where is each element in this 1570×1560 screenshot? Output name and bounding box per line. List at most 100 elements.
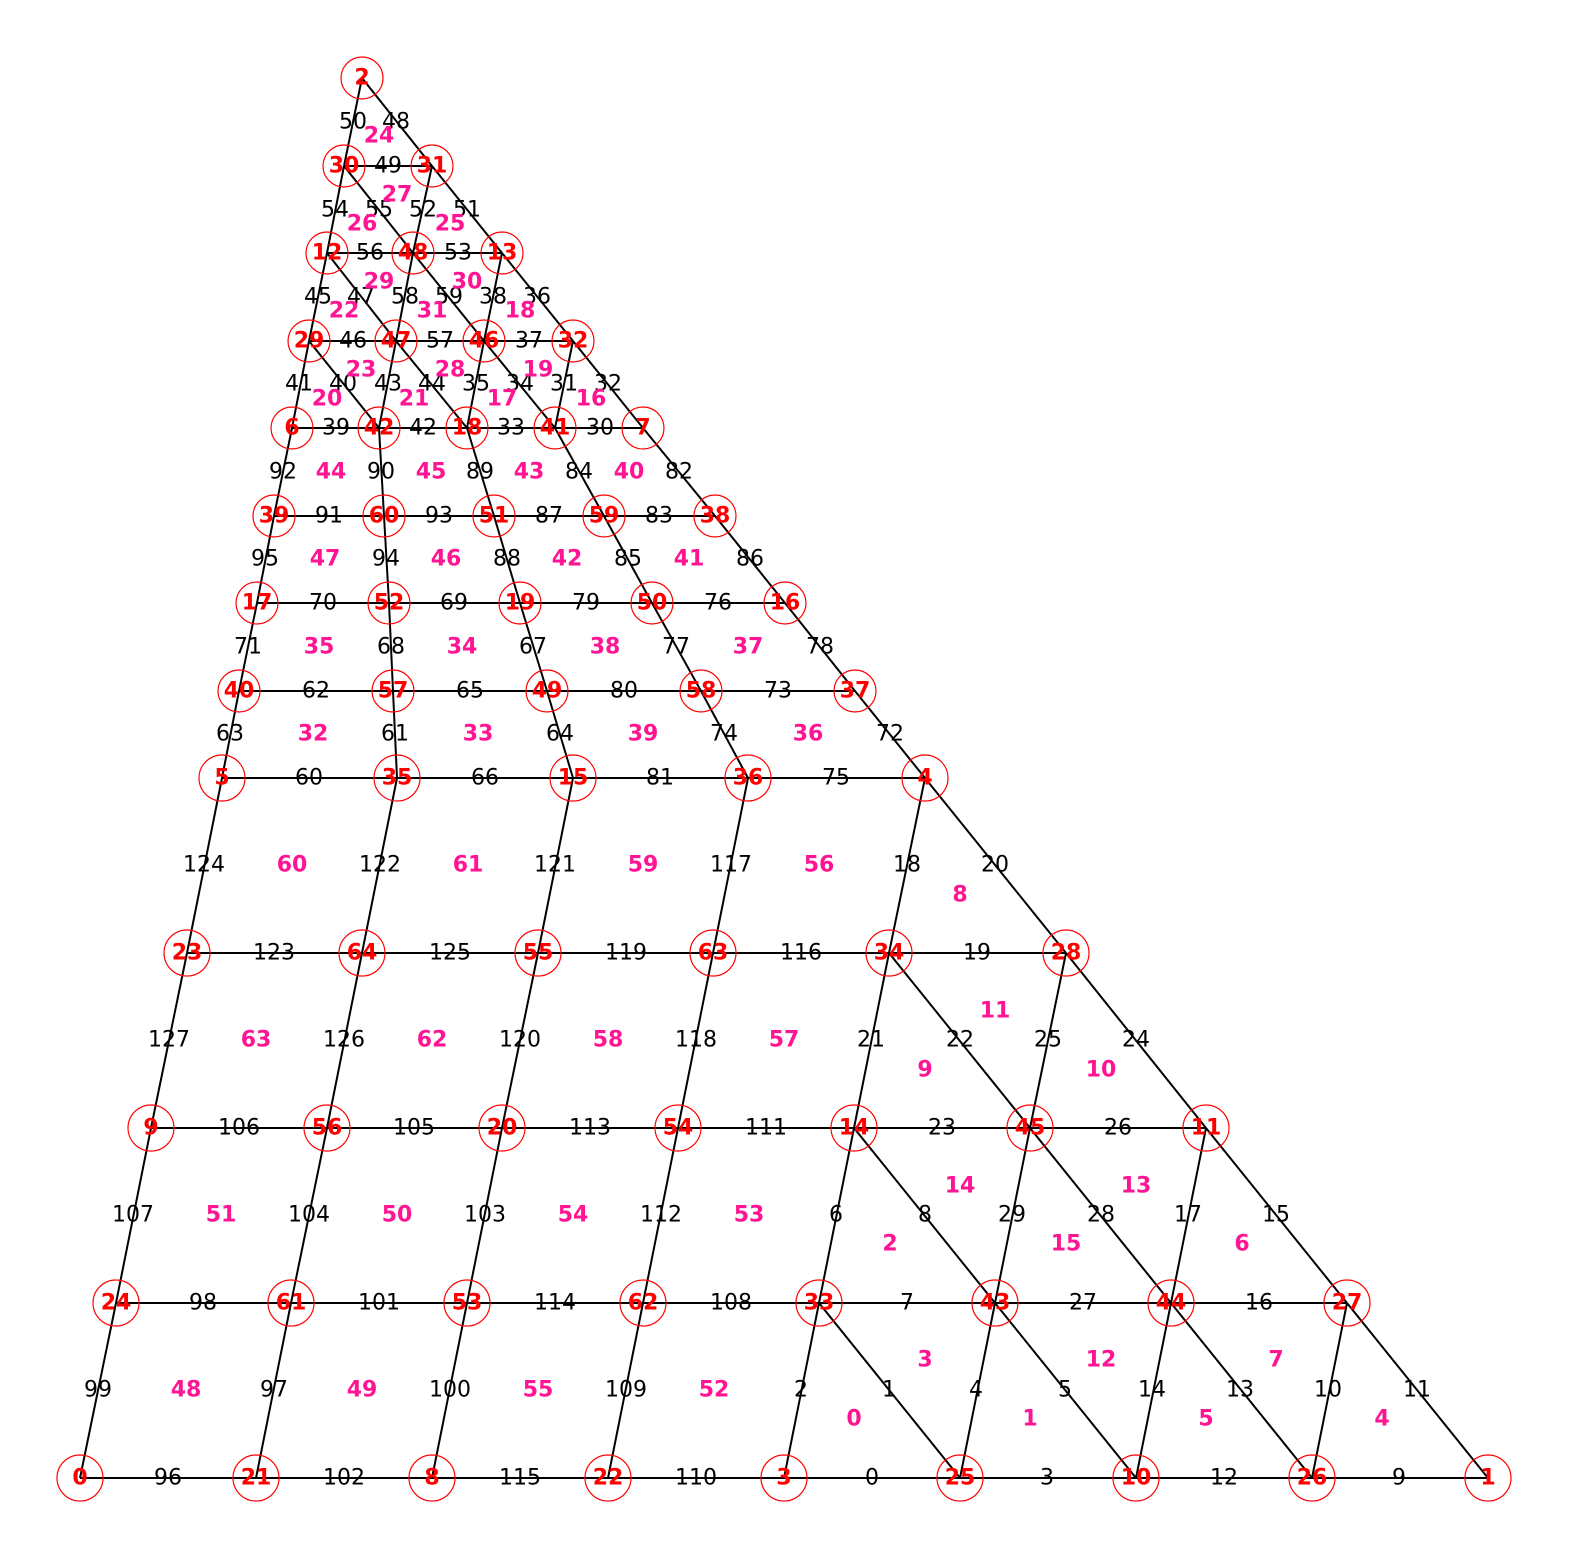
node-circle: [408, 1454, 456, 1502]
edge-label: 119: [605, 941, 647, 966]
edge-label: 61: [381, 722, 409, 747]
edge-label: 100: [429, 1378, 471, 1403]
node-circle: [373, 754, 421, 802]
node-circle: [533, 406, 577, 450]
edge-label: 67: [519, 635, 547, 660]
node-circle: [1112, 1454, 1160, 1502]
edge-label: 77: [662, 635, 690, 660]
edge-label: 15: [1262, 1203, 1290, 1228]
edge-59-50: [603, 515, 653, 604]
cell-label: 63: [241, 1028, 272, 1053]
node-circle: [833, 669, 877, 713]
node-label: 28: [1051, 941, 1082, 966]
cell-label: 59: [628, 853, 659, 878]
edge-label: 124: [183, 853, 225, 878]
node-circle: [371, 669, 415, 713]
cell-label: 9: [917, 1058, 932, 1083]
edge-46-41: [483, 340, 556, 429]
edge-label: 14: [1138, 1378, 1166, 1403]
cell-label: 19: [523, 358, 554, 383]
edge-label: 97: [260, 1378, 288, 1403]
edge-label: 18: [893, 853, 921, 878]
edge-label: 106: [218, 1116, 260, 1141]
node-label: 11: [1191, 1116, 1222, 1141]
node-circle: [478, 1104, 526, 1152]
node-54: 54: [654, 1104, 702, 1152]
node-circle: [338, 929, 386, 977]
node-label: 27: [1332, 1291, 1363, 1316]
edge-label: 32: [594, 372, 622, 397]
edge-11-27: [1205, 1127, 1348, 1304]
node-label: 38: [700, 504, 731, 529]
edge-label: 35: [462, 372, 490, 397]
edge-label: 7: [900, 1291, 914, 1316]
node-59: 59: [582, 494, 626, 538]
edge-11-44: [1170, 1127, 1207, 1304]
cell-label: 31: [417, 299, 448, 324]
node-51: 51: [472, 494, 516, 538]
edge-51-19: [493, 515, 521, 604]
edge-label: 89: [466, 460, 494, 485]
edge-54-62: [642, 1127, 679, 1304]
node-27: 27: [1323, 1279, 1371, 1327]
node-31: 31: [410, 144, 454, 188]
node-circle: [235, 581, 279, 625]
node-label: 1: [1480, 1466, 1495, 1491]
node-7: 7: [621, 406, 665, 450]
edge-label: 49: [374, 154, 402, 179]
node-circle: [252, 494, 296, 538]
node-label: 24: [101, 1291, 132, 1316]
edge-34-14: [853, 952, 890, 1129]
node-circle: [480, 231, 524, 275]
cell-label: 26: [347, 212, 378, 237]
node-10: 10: [1112, 1454, 1160, 1502]
edge-4-34: [888, 777, 926, 954]
cell-label: 49: [347, 1378, 378, 1403]
edge-label: 88: [493, 547, 521, 572]
node-label: 39: [259, 504, 290, 529]
node-label: 26: [1297, 1466, 1328, 1491]
edge-55-20: [501, 952, 539, 1129]
node-19: 19: [498, 581, 542, 625]
edge-label: 120: [499, 1028, 541, 1053]
edge-label: 25: [1034, 1028, 1062, 1053]
edge-label: 20: [981, 853, 1009, 878]
node-label: 33: [804, 1291, 835, 1316]
edge-label: 62: [302, 679, 330, 704]
node-circle: [654, 1104, 702, 1152]
node-35: 35: [373, 754, 421, 802]
node-label: 15: [558, 766, 589, 791]
cell-label: 46: [431, 547, 462, 572]
edge-13-46: [483, 252, 503, 342]
edge-label: 44: [418, 372, 446, 397]
edge-label: 115: [499, 1466, 541, 1491]
node-label: 3: [776, 1466, 791, 1491]
edge-label: 69: [440, 591, 468, 616]
node-64: 64: [338, 929, 386, 977]
node-56: 56: [303, 1104, 351, 1152]
node-44: 44: [1147, 1279, 1195, 1327]
edge-label: 4: [969, 1378, 983, 1403]
node-label: 2: [354, 66, 369, 91]
node-label: 0: [72, 1466, 87, 1491]
edge-label: 17: [1174, 1203, 1202, 1228]
node-label: 56: [312, 1116, 343, 1141]
node-label: 6: [284, 416, 299, 441]
node-circle: [498, 581, 542, 625]
edge-label: 24: [1122, 1028, 1150, 1053]
cell-label: 18: [505, 299, 536, 324]
edge-label: 72: [876, 722, 904, 747]
node-label: 32: [558, 329, 589, 354]
edge-label: 12: [1210, 1466, 1238, 1491]
node-circle: [472, 494, 516, 538]
node-circle: [362, 494, 406, 538]
edge-13-32: [501, 252, 574, 342]
node-22: 22: [584, 1454, 632, 1502]
edge-label: 41: [285, 372, 313, 397]
cell-label: 39: [628, 722, 659, 747]
edge-label: 71: [234, 635, 262, 660]
edge-52-57: [388, 602, 394, 692]
node-11: 11: [1182, 1104, 1230, 1152]
